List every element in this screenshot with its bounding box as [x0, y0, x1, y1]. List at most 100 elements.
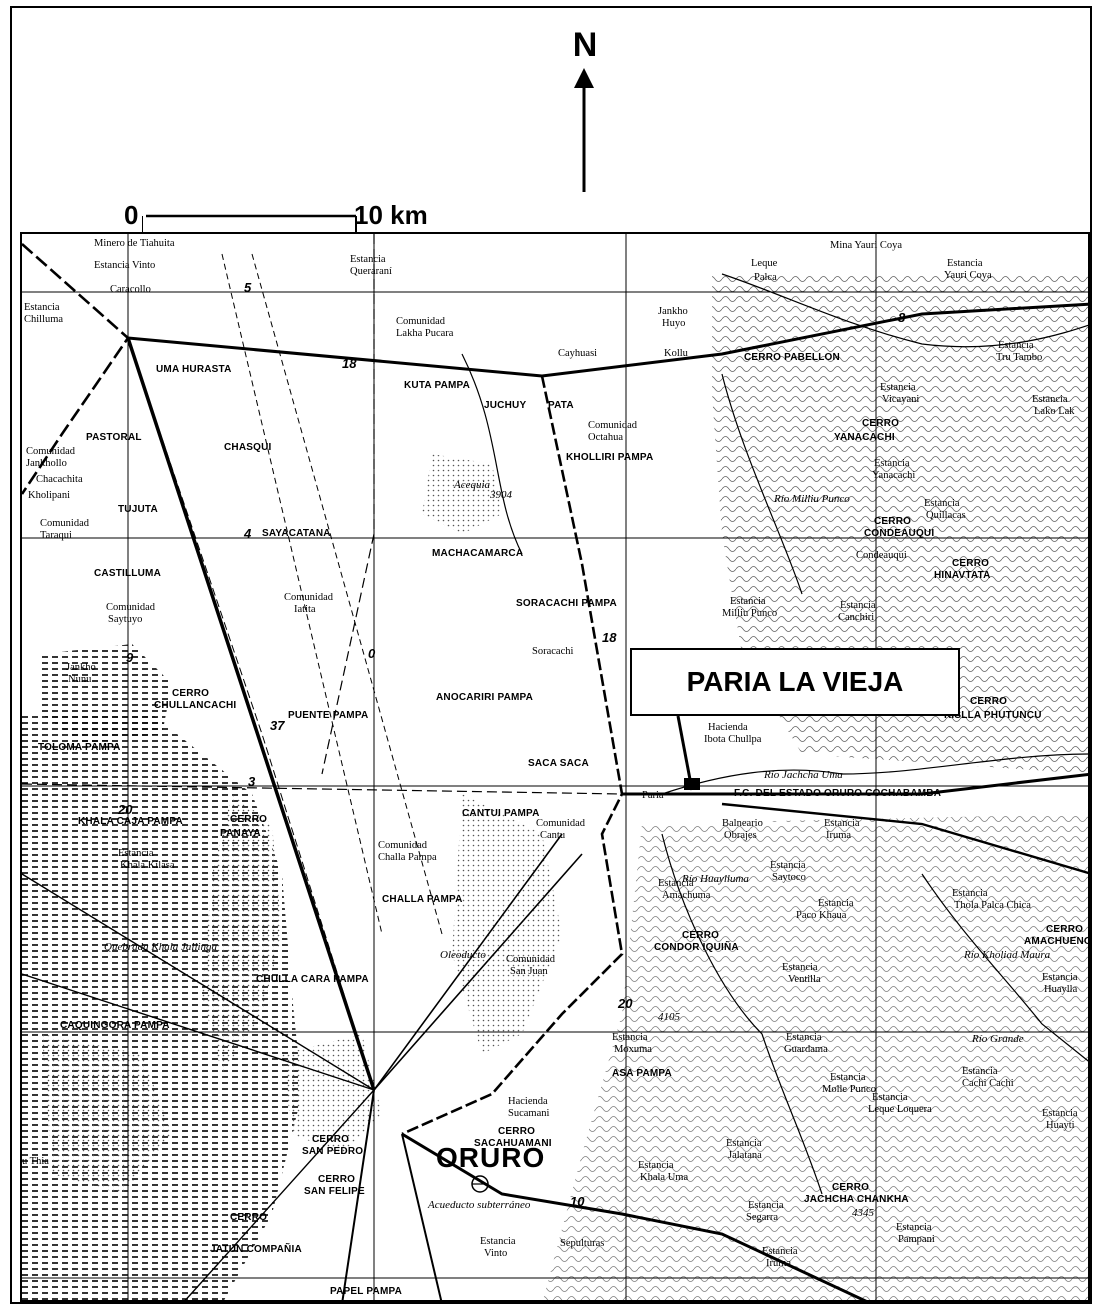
place-label: Segarra — [746, 1212, 779, 1223]
place-label: CERRO — [682, 930, 720, 941]
scale-end-label: 10 km — [354, 200, 428, 230]
place-label: Caracollo — [110, 284, 151, 295]
place-label: Cayhuasi — [558, 348, 598, 359]
place-label: 37 — [270, 718, 285, 733]
place-label: 8 — [898, 310, 906, 325]
place-label: Leque Loquera — [868, 1104, 932, 1115]
place-label: PASTORAL — [86, 432, 142, 443]
place-label: Comunidad — [506, 954, 555, 965]
place-label: Estancia — [1042, 1108, 1078, 1119]
place-label: Vicayani — [882, 394, 920, 405]
place-label: Estancia — [896, 1222, 932, 1233]
place-label: SAN FELIPE — [304, 1186, 365, 1197]
place-label: Comunidad — [378, 840, 427, 851]
place-label: Estancia — [818, 898, 854, 909]
place-label: Jankho — [66, 662, 96, 673]
place-label: Estancia — [638, 1160, 674, 1171]
place-label: ANOCARIRI PAMPA — [436, 692, 534, 703]
place-label: Estancia — [612, 1032, 648, 1043]
place-label: CERRO — [874, 516, 912, 527]
place-label: Estancia — [874, 458, 910, 469]
place-label: Queraraní — [350, 266, 392, 277]
place-label: Sepulturas — [560, 1238, 605, 1249]
place-label: 10 — [570, 1194, 585, 1209]
place-label: Comunidad — [536, 818, 585, 829]
place-label: Challa Pampa — [378, 852, 437, 863]
scale-start-label: 0 — [124, 200, 139, 230]
place-label: Comunidad — [40, 518, 89, 529]
place-label: CERRO PABELLON — [744, 352, 840, 363]
place-label: CERRO — [862, 418, 900, 429]
place-label: Huaylla — [1044, 984, 1078, 995]
place-label: Acequia — [454, 479, 491, 491]
place-label: KISLLA PHUTUNCU — [944, 710, 1042, 721]
place-label: Comunidad — [588, 420, 637, 431]
place-label: Estancia — [118, 848, 154, 859]
place-label: 0 — [368, 646, 376, 661]
place-label: JUCHUY — [484, 400, 527, 411]
place-label: Estancia — [947, 258, 983, 269]
place-label: Estancia — [830, 1072, 866, 1083]
place-label: Leque — [751, 258, 778, 269]
place-label: KHALA CAJA PAMPA — [78, 816, 183, 827]
place-label: Minero de Tiahuita — [94, 238, 175, 249]
place-label: Iruma — [826, 830, 852, 841]
place-label: CONDEAUQUI — [864, 528, 935, 539]
place-label: Paria — [642, 790, 664, 801]
place-label: Estancia — [1032, 394, 1068, 405]
marsh-area — [42, 644, 172, 744]
place-label: Taraqui — [40, 530, 72, 541]
place-label: Nunu — [68, 674, 92, 685]
place-label: Cachi Cachi — [962, 1078, 1014, 1089]
place-label: Lako Lak — [1034, 406, 1075, 417]
rivers — [461, 273, 1088, 1195]
place-label: 4105 — [658, 1011, 680, 1023]
place-label: CERRO — [230, 1212, 268, 1223]
place-label: Saytoco — [772, 872, 806, 883]
place-label: Iruma — [766, 1258, 792, 1269]
place-label: Estancia Vinto — [94, 260, 156, 271]
place-label: Palca — [754, 272, 777, 283]
place-label: Kholipani — [28, 490, 70, 501]
place-label: u Thia — [22, 1156, 49, 1167]
place-label: Soracachi — [532, 646, 574, 657]
place-label: Huyo — [662, 318, 686, 329]
mountain-contours — [543, 814, 1088, 1300]
north-arrow-icon — [574, 68, 594, 192]
place-label: Río Kholiad Maura — [964, 949, 1051, 961]
place-label: Iatita — [294, 604, 316, 615]
place-label: Sucamani — [508, 1108, 550, 1119]
place-label: Vinto — [484, 1248, 508, 1259]
place-label: 20 — [618, 996, 633, 1011]
place-label: HINAVTATA — [934, 570, 991, 581]
place-label: Estancia — [726, 1138, 762, 1149]
place-label: Obrajes — [724, 830, 757, 841]
place-label: Estancia — [782, 962, 818, 973]
place-label: Río Grande — [972, 1033, 1024, 1045]
map-grid — [22, 234, 1088, 1300]
place-label: Molle Punco — [822, 1084, 876, 1095]
place-label: PATA — [548, 400, 574, 411]
place-label: SORACACHI PAMPA — [516, 598, 617, 609]
place-label: Yauri Coya — [944, 270, 992, 281]
place-label: Acueducto subterráneo — [428, 1199, 531, 1211]
place-label: ASA PAMPA — [612, 1068, 672, 1079]
north-label: N — [572, 26, 598, 64]
place-label: SAYACATANA — [262, 528, 331, 539]
place-label: CHASQUI — [224, 442, 272, 453]
place-label: CHULLA CARA PAMPA — [256, 974, 369, 985]
place-label: MACHACAMARCA — [432, 548, 524, 559]
place-label: Estancia — [998, 340, 1034, 351]
place-label: Chilluma — [24, 314, 64, 325]
place-label: SAN PEDRO — [302, 1146, 364, 1157]
place-label: YANACACHI — [834, 432, 895, 443]
place-label: CHULLANCACHI — [154, 700, 237, 711]
place-label: F.C. DEL ESTADO ORURO COCHABAMBA — [734, 788, 942, 799]
place-label: Estancia — [1042, 972, 1078, 983]
place-label: 4345 — [852, 1207, 874, 1219]
place-label: CERRO — [172, 688, 210, 699]
place-label: Milliu Punco — [722, 608, 778, 619]
sand-area — [282, 1034, 382, 1154]
place-label: Oleoducto — [440, 949, 486, 961]
place-label: San Juan — [510, 966, 548, 977]
